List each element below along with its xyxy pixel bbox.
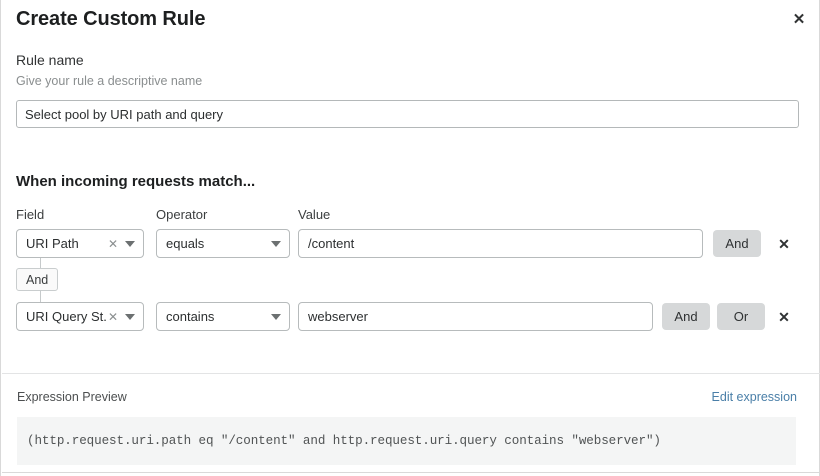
connector-line-top — [40, 258, 41, 269]
close-small-icon[interactable]: ✕ — [107, 236, 118, 251]
value-input-1[interactable] — [298, 229, 703, 258]
expression-preview-box: (http.request.uri.path eq "/content" and… — [17, 417, 796, 465]
connector-and-badge[interactable]: And — [16, 268, 59, 291]
rule-name-hint: Give your rule a descriptive name — [16, 74, 203, 88]
operator-select-1[interactable]: equals — [156, 229, 290, 258]
or-button-row-2[interactable]: Or — [717, 303, 765, 330]
connector-line-bottom — [40, 290, 41, 302]
chevron-down-icon — [125, 313, 135, 320]
chevron-down-icon — [125, 240, 135, 247]
field-select-2-label: URI Query St... — [26, 309, 106, 324]
operator-select-2[interactable]: contains — [156, 302, 290, 331]
field-select-2[interactable]: URI Query St... ✕ — [16, 302, 144, 331]
page-title: Create Custom Rule — [16, 8, 206, 30]
rule-name-label: Rule name — [16, 52, 84, 68]
and-button-row-2[interactable]: And — [662, 303, 710, 330]
delete-condition-button-row-1[interactable]: ✕ — [774, 234, 794, 254]
chevron-down-icon — [271, 313, 281, 320]
field-select-1[interactable]: URI Path ✕ — [16, 229, 144, 258]
field-select-1-label: URI Path — [26, 236, 79, 251]
expression-preview-code: (http.request.uri.path eq "/content" and… — [27, 434, 661, 448]
close-small-icon[interactable]: ✕ — [107, 309, 118, 324]
column-header-field: Field — [16, 207, 45, 222]
delete-condition-button-row-2[interactable]: ✕ — [774, 307, 794, 327]
section-divider — [2, 373, 820, 374]
operator-select-1-label: equals — [166, 236, 205, 251]
operator-select-2-label: contains — [166, 309, 215, 324]
close-icon[interactable]: ✕ — [787, 7, 811, 31]
edit-expression-link[interactable]: Edit expression — [711, 390, 797, 404]
value-input-2[interactable] — [298, 302, 653, 331]
rule-name-input[interactable] — [16, 100, 799, 128]
match-section-heading: When incoming requests match... — [16, 173, 256, 190]
chevron-down-icon — [271, 240, 281, 247]
and-button-row-1[interactable]: And — [713, 230, 761, 257]
column-header-operator: Operator — [156, 207, 208, 222]
expression-preview-label: Expression Preview — [17, 390, 127, 404]
dialog-bottom-border — [2, 472, 820, 473]
column-header-value: Value — [298, 207, 331, 222]
